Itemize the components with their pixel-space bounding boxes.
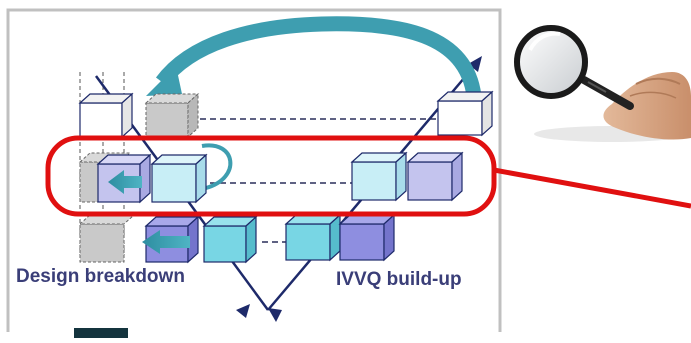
cube-bottom-ghost	[78, 214, 136, 263]
cube-bottom-purple-right	[338, 213, 396, 262]
cube-top-ghost	[144, 92, 200, 139]
highlight-callout-line	[493, 167, 691, 209]
loop-arrow	[201, 143, 233, 190]
highlight-frame	[45, 135, 497, 217]
magnifying-glass-in-hand-icon	[514, 25, 691, 142]
cube-top-left	[78, 92, 134, 139]
cube-bottom-cyan-right	[284, 213, 342, 262]
cube-mid-cyan-right	[350, 151, 408, 202]
feedback-arc-arrowhead	[146, 66, 182, 96]
cube-bottom-cyan-left	[202, 215, 258, 264]
cube-mid-cyan-left	[150, 153, 208, 204]
cube-mid-lavender-left	[96, 153, 152, 204]
ivvq-buildup-label: IVVQ build-up	[336, 269, 462, 290]
cube-mid-lavender-right	[406, 151, 464, 202]
design-breakdown-label: Design breakdown	[16, 266, 185, 287]
breakdown-arrow-bottom	[142, 230, 190, 254]
cube-top-right	[436, 90, 494, 137]
level-connectors	[200, 118, 438, 243]
feedback-arc-arrow	[155, 16, 482, 98]
breakdown-arrow-mid	[108, 170, 142, 194]
bottom-bar	[74, 328, 128, 338]
v-arrow-heads	[236, 56, 482, 322]
